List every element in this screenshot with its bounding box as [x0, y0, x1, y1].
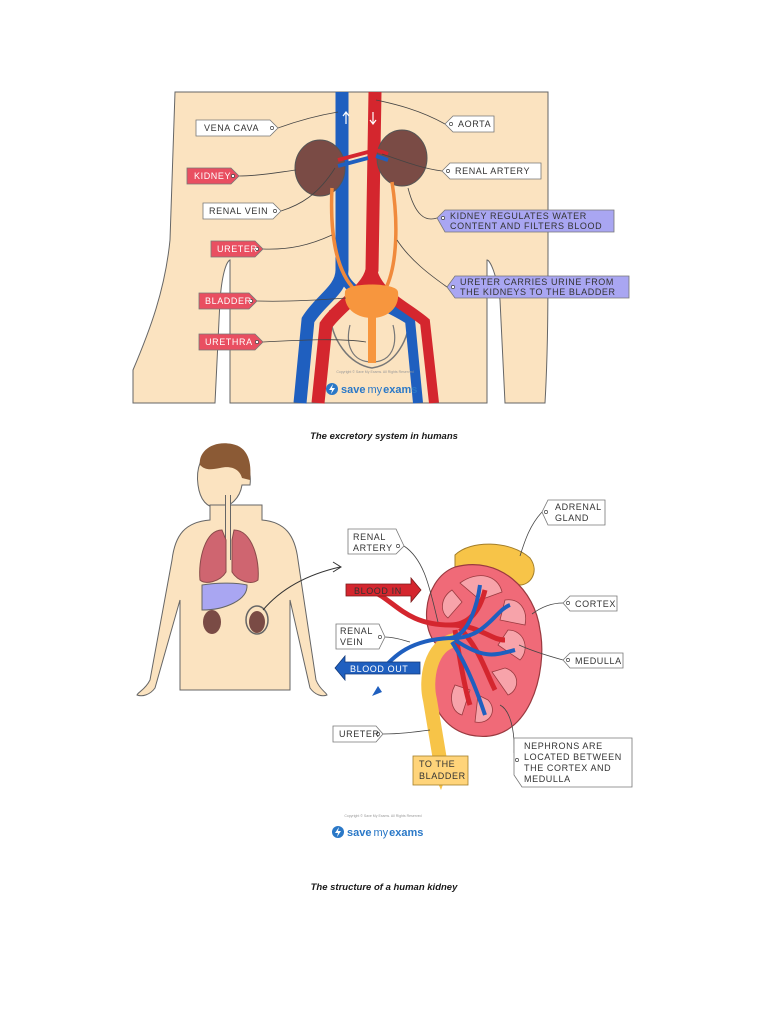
- label-kidney-note: KIDNEY REGULATES WATER CONTENT AND FILTE…: [436, 209, 615, 233]
- svg-text:THE KIDNEYS TO THE BLADDER: THE KIDNEYS TO THE BLADDER: [460, 287, 616, 297]
- left-kidney: [294, 139, 346, 197]
- svg-text:GLAND: GLAND: [555, 513, 589, 523]
- svg-text:CONTENT AND FILTERS BLOOD: CONTENT AND FILTERS BLOOD: [450, 221, 602, 231]
- figure1-caption: The excretory system in humans: [310, 431, 458, 442]
- urethra: [368, 315, 376, 363]
- label-aorta: AORTA: [444, 115, 495, 133]
- kidney-artery: [368, 587, 506, 706]
- figure2-caption: The structure of a human kidney: [310, 882, 458, 893]
- svg-text:VENA CAVA: VENA CAVA: [204, 123, 259, 133]
- figure-left-kidney: [203, 610, 221, 634]
- right-lung: [231, 529, 259, 583]
- svg-text:ARTERY: ARTERY: [353, 543, 393, 553]
- label-urethra: URETHRA: [198, 333, 264, 351]
- human-figure: [136, 443, 328, 697]
- excretory-system-diagram: VENA CAVA AORTA KIDNEY RENAL ARTERY RENA…: [132, 91, 630, 404]
- svg-text:URETER CARRIES URINE FROM: URETER CARRIES URINE FROM: [460, 277, 614, 287]
- label-renal-vein-2: RENAL VEIN: [335, 623, 386, 650]
- label-nephrons-note: NEPHRONS ARE LOCATED BETWEEN THE CORTEX …: [513, 737, 633, 788]
- svg-text:BLADDER: BLADDER: [205, 296, 252, 306]
- svg-text:MEDULLA: MEDULLA: [575, 656, 622, 666]
- svg-text:CORTEX: CORTEX: [575, 599, 616, 609]
- svg-text:MEDULLA: MEDULLA: [524, 774, 571, 784]
- label-vena-cava: VENA CAVA: [195, 119, 279, 137]
- svg-text:LOCATED BETWEEN: LOCATED BETWEEN: [524, 752, 622, 762]
- svg-text:KIDNEY: KIDNEY: [194, 171, 231, 181]
- svg-text:TO THE: TO THE: [419, 759, 455, 769]
- svg-text:VEIN: VEIN: [340, 637, 363, 647]
- kidney-vein: [378, 584, 516, 716]
- svg-text:URETHRA: URETHRA: [205, 337, 253, 347]
- label-kidney: KIDNEY: [186, 167, 240, 185]
- label-ureter: URETER: [210, 240, 264, 258]
- svg-text:THE CORTEX AND: THE CORTEX AND: [524, 763, 611, 773]
- svg-text:RENAL: RENAL: [353, 532, 386, 542]
- copyright-text-2: Copyright © Save My Exams. All Rights Re…: [344, 814, 421, 818]
- label-ureter-note: URETER CARRIES URINE FROM THE KIDNEYS TO…: [446, 275, 630, 299]
- svg-text:BLOOD IN: BLOOD IN: [354, 586, 402, 596]
- blood-out-arrow: BLOOD OUT: [334, 654, 421, 682]
- svg-text:NEPHRONS ARE: NEPHRONS ARE: [524, 741, 603, 751]
- label-to-bladder: TO THE BLADDER: [412, 755, 469, 786]
- copyright-text: Copyright © Save My Exams. All Rights Re…: [336, 370, 413, 374]
- left-lung: [199, 529, 227, 583]
- svg-text:BLADDER: BLADDER: [419, 771, 466, 781]
- svg-text:URETER: URETER: [339, 729, 380, 739]
- zoom-arrow: [262, 566, 341, 611]
- blood-in-arrow: BLOOD IN: [345, 576, 422, 604]
- kidney-structure-diagram: ADRENAL GLAND RENAL ARTERY BLOOD IN CORT…: [136, 443, 633, 839]
- label-renal-vein: RENAL VEIN: [202, 202, 282, 220]
- liver: [201, 582, 248, 611]
- label-medulla: MEDULLA: [562, 652, 624, 669]
- label-ureter-2: URETER: [332, 725, 384, 743]
- label-cortex: CORTEX: [562, 595, 618, 612]
- svg-text:RENAL ARTERY: RENAL ARTERY: [455, 166, 530, 176]
- kidney-ureter: [421, 633, 458, 762]
- svg-text:BLOOD OUT: BLOOD OUT: [350, 664, 408, 674]
- svg-text:ADRENAL: ADRENAL: [555, 502, 602, 512]
- svg-text:KIDNEY REGULATES WATER: KIDNEY REGULATES WATER: [450, 211, 587, 221]
- left-ureter: [329, 187, 357, 292]
- right-ureter: [383, 181, 398, 291]
- label-adrenal-gland: ADRENAL GLAND: [541, 499, 606, 526]
- svg-text:AORTA: AORTA: [458, 119, 491, 129]
- pelvis-outline: [329, 309, 411, 369]
- bladder: [344, 284, 399, 318]
- label-bladder: BLADDER: [198, 292, 258, 310]
- label-renal-artery-2: RENAL ARTERY: [347, 528, 405, 555]
- svg-text:RENAL: RENAL: [340, 626, 373, 636]
- label-renal-artery: RENAL ARTERY: [441, 162, 542, 180]
- svg-text:URETER: URETER: [217, 244, 258, 254]
- svg-text:RENAL VEIN: RENAL VEIN: [209, 206, 268, 216]
